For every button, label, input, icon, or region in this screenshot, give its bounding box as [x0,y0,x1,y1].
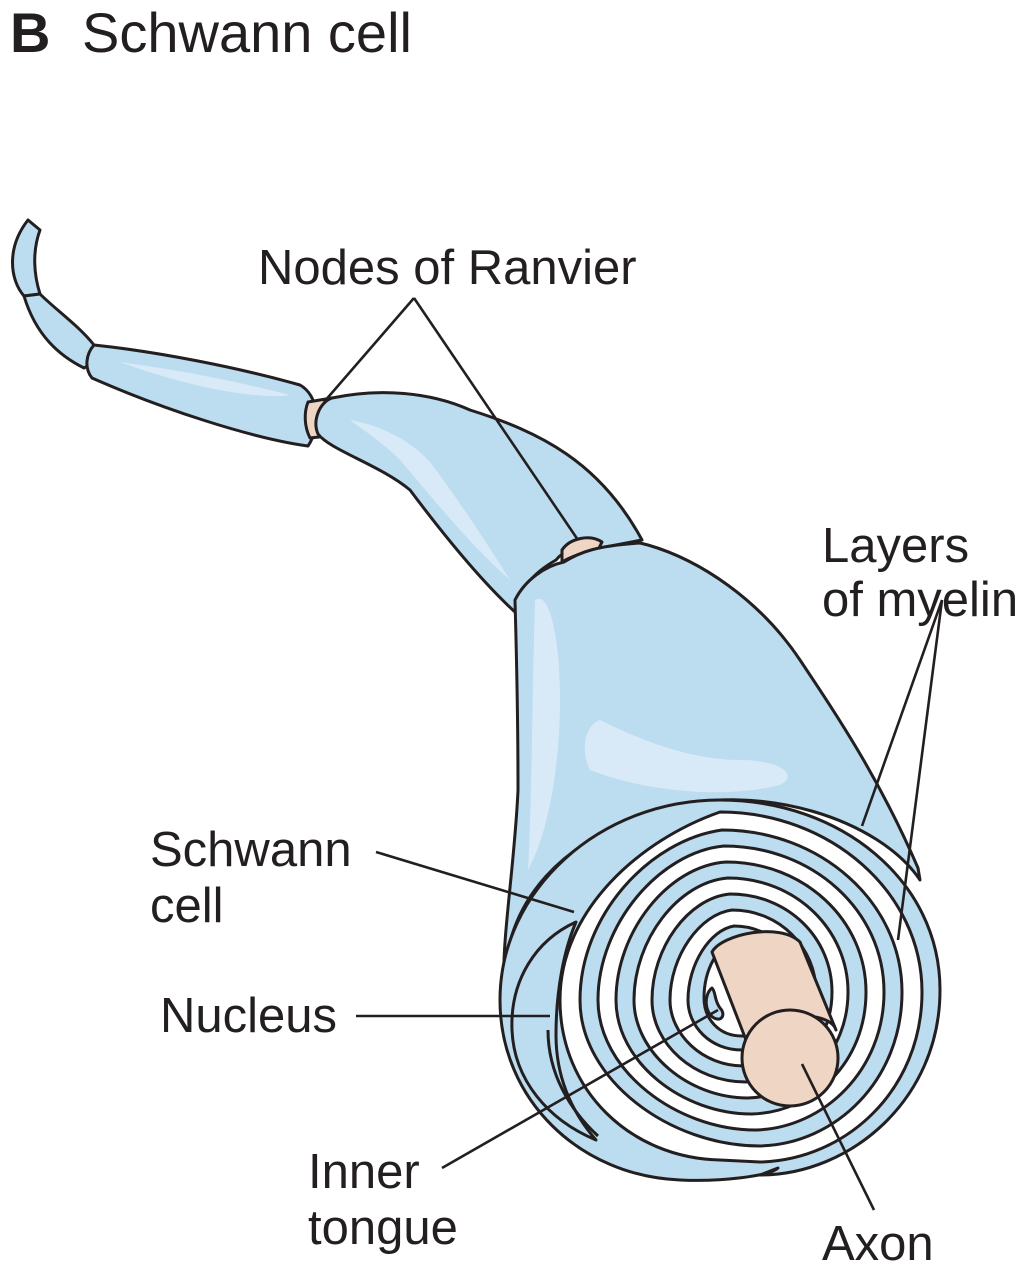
label-inner-tongue-line1: Inner [308,1145,420,1199]
myelin-segment-tip [11,218,42,298]
label-layers-of-myelin-line2: of myelin [822,573,1018,627]
myelin-segment-2 [22,292,96,370]
panel-title: Schwann cell [82,1,412,64]
leader-schwann-cell [375,850,575,914]
label-nodes-of-ranvier: Nodes of Ranvier [258,241,637,295]
axon [710,930,840,1108]
leader-nodes-2 [412,297,580,541]
leader-nodes-1 [323,297,415,403]
leader-lines [323,297,944,1211]
labels: Nodes of Ranvier Layers of myelin Schwan… [150,241,1018,1266]
myelin-highlight [120,362,290,397]
nucleus [510,920,598,1142]
label-schwann-cell-line1: Schwann [150,823,352,877]
leader-myelin-2 [896,599,944,941]
myelin-highlight [350,420,510,580]
label-inner-tongue-line2: tongue [308,1201,458,1255]
leader-inner-tongue [441,1008,719,1170]
inner-tongue [704,986,725,1021]
leader-axon [800,1063,876,1211]
label-axon: Axon [822,1217,934,1266]
myelin-highlight [584,720,788,793]
myelin-segments [11,218,942,1182]
label-layers-of-myelin-line1: Layers [822,519,969,573]
nucleus-outline [546,1029,600,1138]
panel-letter: B [10,1,50,64]
label-schwann-cell-line2: cell [150,879,224,933]
label-nucleus: Nucleus [160,989,337,1043]
leader-myelin-1 [860,599,944,827]
myelin-highlight [528,598,560,870]
axon-cross-section [740,1008,840,1108]
